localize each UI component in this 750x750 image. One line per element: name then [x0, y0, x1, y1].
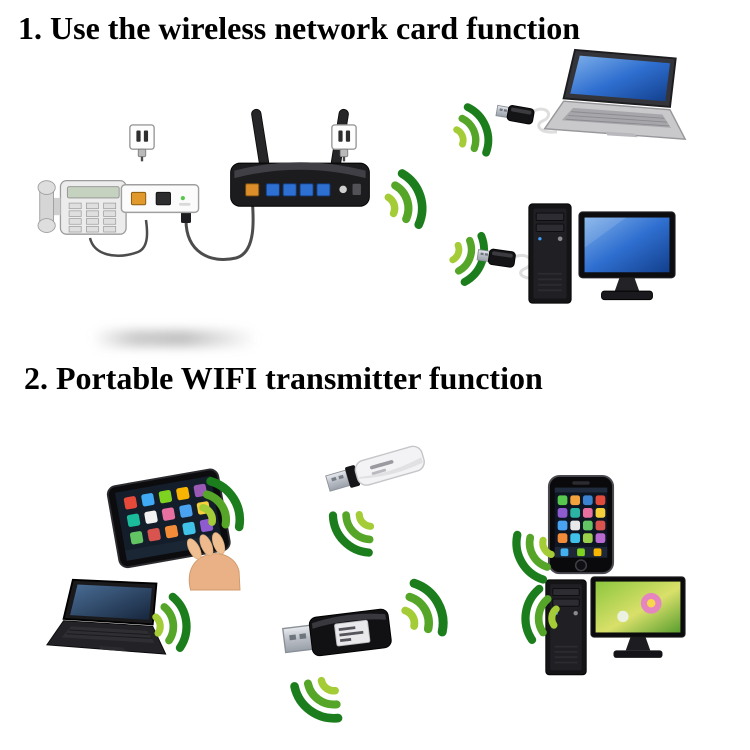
usb-wifi-adapter-center-illustration — [280, 592, 402, 673]
pc-tower-illustration — [527, 202, 573, 305]
section1-title: 1. Use the wireless network card functio… — [18, 10, 581, 46]
telephone-illustration — [37, 172, 133, 241]
usb-plug — [282, 624, 314, 654]
usb-cable — [514, 253, 543, 280]
splitter-illustration — [120, 180, 200, 218]
tablet-app-icons — [123, 483, 214, 545]
splitter-router-cable — [184, 195, 255, 261]
smartphone-app-icons — [557, 495, 606, 544]
watermark-smudge — [92, 330, 257, 347]
usb-plug — [325, 469, 351, 492]
wifi-signal-icon — [514, 579, 567, 650]
laptop-dark-illustration — [45, 578, 175, 666]
phone-keypad — [68, 202, 117, 233]
monitor-illustration — [589, 575, 687, 665]
usb-wifi-adapter-laptop-illustration — [495, 94, 558, 142]
monitor-illustration — [577, 210, 677, 306]
smartphone-illustration — [546, 474, 616, 575]
phone-handset — [37, 180, 56, 233]
wall-socket-right-illustration — [330, 124, 358, 162]
router-antenna-left — [251, 108, 270, 168]
monitor-screen — [595, 581, 681, 633]
splitter-port-dark — [155, 191, 171, 206]
cable-plug — [181, 210, 191, 223]
router-ports — [245, 183, 331, 197]
monitor-screen — [584, 217, 670, 273]
section2-title: 2. Portable WIFI transmitter function — [24, 360, 543, 396]
phone-display — [66, 186, 120, 199]
splitter-port-orange — [130, 191, 147, 206]
usb-wifi-adapter-desktop-illustration — [476, 234, 543, 286]
laptop-screen — [70, 584, 152, 620]
wifi-signal-icon — [315, 492, 392, 570]
hand — [186, 532, 241, 591]
usb-dongle-illustration — [322, 436, 434, 501]
wifi-signal-icon — [146, 587, 199, 658]
wall-socket-left-illustration — [128, 124, 156, 162]
phone-cable — [88, 219, 149, 257]
laptop-illustration — [537, 48, 689, 154]
laptop-screen — [570, 55, 670, 102]
home-button — [574, 559, 588, 572]
usb-cable — [532, 107, 558, 134]
